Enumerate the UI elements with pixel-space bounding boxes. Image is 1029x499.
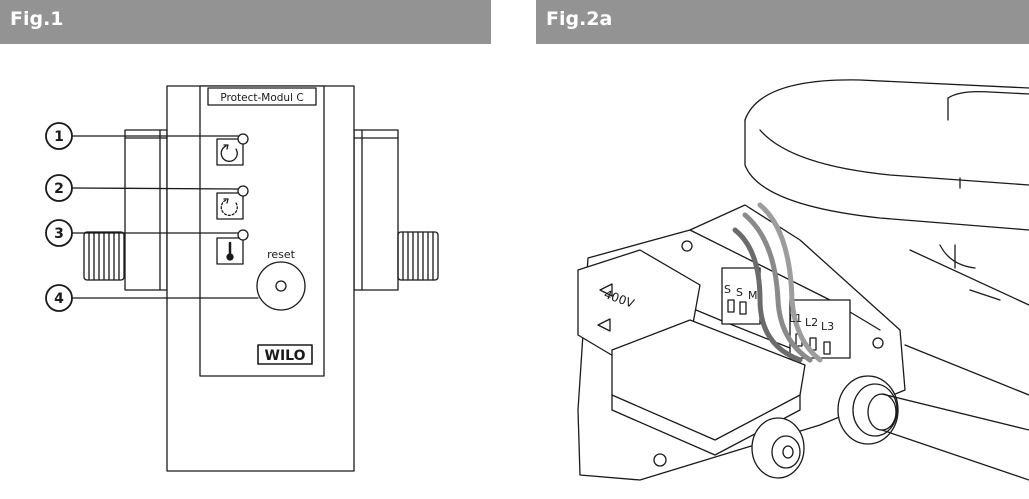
terminal-l3: L3 — [821, 320, 834, 333]
callout-2 — [45, 174, 73, 202]
motor-housing — [744, 79, 1029, 121]
fig2a-title: Fig.2a — [546, 8, 613, 30]
terminal-l2: L2 — [805, 316, 818, 329]
terminal-m: M — [748, 289, 758, 302]
callout-3 — [45, 219, 73, 247]
brand-text: WILO — [265, 348, 306, 364]
thermometer-icon — [216, 237, 244, 265]
fig1-title: Fig.1 — [10, 8, 64, 30]
led-3 — [237, 229, 249, 241]
reverse-rotation-icon — [216, 192, 244, 220]
right-flange — [353, 129, 399, 291]
terminal-s2: S — [736, 286, 743, 299]
led-2 — [237, 185, 249, 197]
callout-1 — [45, 122, 73, 150]
terminal-box — [577, 204, 906, 481]
left-flange — [124, 129, 168, 291]
right-knob — [397, 231, 439, 281]
left-knob — [83, 231, 125, 281]
callout-4 — [45, 284, 73, 312]
callout-3-label: 3 — [54, 226, 64, 242]
cables — [732, 202, 823, 363]
wilo-logo — [257, 344, 313, 365]
module-label-box — [207, 87, 317, 106]
module-label: Protect-Modul C — [220, 92, 303, 104]
led-1 — [237, 133, 249, 145]
front-panel — [199, 85, 325, 377]
callout-1-label: 1 — [54, 129, 64, 145]
terminal-l1: L1 — [789, 312, 802, 325]
protect-module-drawing — [45, 85, 439, 472]
fig1-header: Fig.1 — [0, 0, 491, 44]
callout-2-label: 2 — [54, 181, 64, 197]
terminal-box-drawing — [577, 79, 1029, 481]
terminal-s1: S — [724, 283, 731, 296]
fig2a-header: Fig.2a — [536, 0, 1029, 44]
callout-4-label: 4 — [54, 291, 64, 307]
terminal-block-ssm — [721, 267, 761, 325]
rotation-icon — [216, 138, 244, 166]
reset-label: reset — [267, 248, 296, 261]
blind-plug — [751, 417, 805, 479]
